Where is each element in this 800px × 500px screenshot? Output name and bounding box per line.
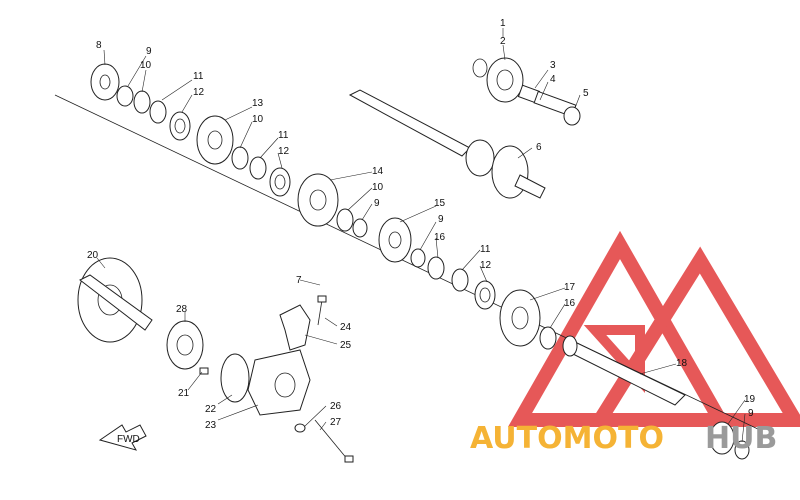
washer-16-right (427, 256, 445, 280)
callout-20: 20 (87, 250, 99, 261)
gear-19 (709, 421, 735, 455)
gear-15 (378, 217, 412, 263)
ring-11-mid (249, 156, 267, 180)
callout-12-a: 12 (193, 87, 205, 98)
fwd-arrow: FWD (98, 424, 147, 451)
bearing-28 (166, 320, 204, 370)
callout-6: 6 (536, 142, 542, 153)
callout-3: 3 (550, 60, 556, 71)
callout-9-d: 9 (748, 408, 754, 419)
washer-10-top (133, 90, 151, 114)
leader-lines (96, 28, 746, 443)
brand-name-part1: AUTOMOTO (470, 421, 664, 456)
shaft-18 (562, 335, 686, 406)
ring-11-right (451, 268, 469, 292)
washer-9-top (116, 85, 134, 107)
shaft-6 (348, 89, 546, 199)
callout-25: 25 (340, 340, 352, 351)
callout-10-b: 10 (252, 114, 264, 125)
fwd-label: FWD (117, 434, 140, 445)
gear-13 (196, 115, 234, 165)
bearing-12-top (169, 111, 191, 141)
callout-8: 8 (96, 40, 102, 51)
logo-triangle-right (587, 246, 800, 427)
callout-5: 5 (583, 88, 589, 99)
gear-1 (472, 57, 524, 103)
callout-2: 2 (500, 36, 506, 47)
callout-16-a: 16 (434, 232, 446, 243)
washer-10-low (336, 208, 354, 232)
sensor-25 (279, 304, 311, 351)
gasket-22 (220, 353, 250, 403)
callout-23: 23 (205, 420, 217, 431)
brand-name-part2: HUB (705, 421, 777, 456)
callout-14: 14 (372, 166, 384, 177)
callout-10-c: 10 (372, 182, 384, 193)
callout-26: 26 (330, 401, 342, 412)
housing-23 (247, 349, 311, 416)
bolt-27 (314, 419, 354, 463)
callout-13: 13 (252, 98, 264, 109)
callout-27: 27 (330, 417, 342, 428)
bolt-24 (317, 295, 327, 326)
callout-10-a: 10 (140, 60, 152, 71)
callout-17: 17 (564, 282, 576, 293)
washer-9-low (352, 218, 368, 238)
washer-16-low (539, 326, 557, 350)
gear-20 (77, 257, 153, 343)
gear-17 (499, 289, 541, 347)
callout-18: 18 (676, 358, 688, 369)
bearing-12-mid (269, 167, 291, 197)
gear-14 (297, 173, 339, 227)
callout-28: 28 (176, 304, 188, 315)
bushing-5 (563, 106, 581, 126)
watermark-logo (507, 230, 800, 427)
callout-11-c: 11 (480, 244, 491, 255)
ring-11-top (149, 100, 167, 124)
callout-21: 21 (178, 388, 190, 399)
callout-22: 22 (205, 404, 217, 415)
callout-4: 4 (550, 74, 556, 85)
gear-8 (90, 63, 120, 101)
callout-9-b: 9 (374, 198, 380, 209)
washer-10-mid (231, 146, 249, 170)
callout-12-b: 12 (278, 146, 290, 157)
washer-26 (294, 423, 306, 433)
callout-11-a: 11 (193, 71, 204, 82)
bearing-12-right (474, 280, 496, 310)
washer-9-right (410, 248, 426, 268)
callout-1: 1 (500, 18, 506, 29)
callout-15: 15 (434, 198, 446, 209)
callout-11-b: 11 (278, 130, 289, 141)
pin-21 (199, 367, 209, 375)
callout-12-c: 12 (480, 260, 492, 271)
watermark-brand-text: AUTOMOTO HUB (470, 421, 777, 456)
logo-inner-mark (583, 325, 645, 394)
callout-9-c: 9 (438, 214, 444, 225)
callout-19: 19 (744, 394, 756, 405)
callout-labels: 1 2 3 4 5 6 7 8 9 10 11 12 13 10 11 12 1… (87, 18, 756, 431)
callout-16-b: 16 (564, 298, 576, 309)
callout-9-a: 9 (146, 46, 152, 57)
callout-7: 7 (296, 275, 302, 286)
callout-24: 24 (340, 322, 352, 333)
